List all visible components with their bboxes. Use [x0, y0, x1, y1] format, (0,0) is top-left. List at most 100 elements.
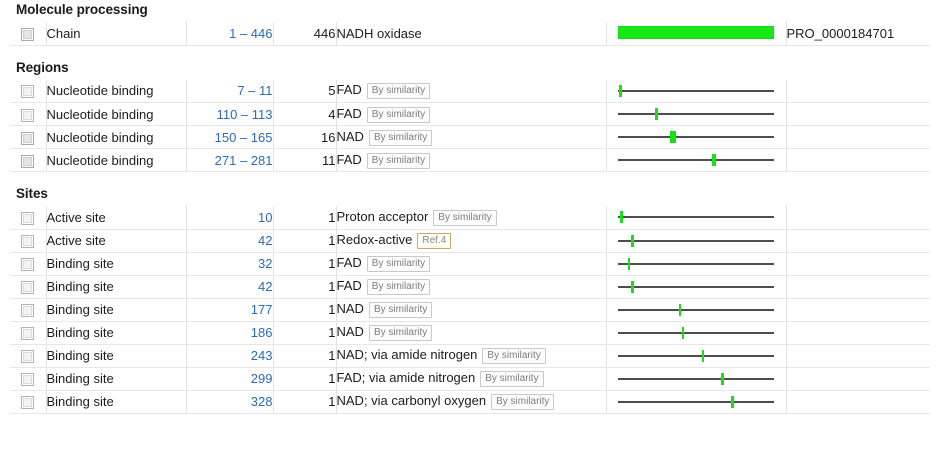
row-select-cell[interactable] [10, 298, 46, 322]
feature-description: FAD; via amide nitrogen [336, 370, 476, 385]
feature-marker[interactable] [620, 211, 623, 224]
feature-marker[interactable] [731, 395, 734, 408]
feature-position-link[interactable]: 32 [185, 252, 273, 276]
feature-position-link[interactable]: 243 [185, 344, 273, 368]
feature-type-label: Binding site [45, 344, 186, 368]
row-checkbox[interactable] [21, 131, 35, 145]
feature-position-link[interactable]: 299 [185, 367, 273, 391]
row-select-cell[interactable] [10, 229, 46, 253]
row-checkbox[interactable] [21, 235, 35, 249]
evidence-badge[interactable]: By similarity [366, 279, 431, 295]
row-checkbox[interactable] [21, 258, 35, 272]
feature-position-link[interactable]: 186 [185, 321, 273, 345]
evidence-badge[interactable]: By similarity [491, 394, 555, 410]
section-heading: Regions [16, 59, 69, 75]
row-checkbox[interactable] [21, 373, 35, 387]
row-checkbox[interactable] [21, 304, 35, 318]
feature-marker[interactable] [701, 349, 705, 362]
evidence-badge[interactable]: By similarity [368, 302, 433, 318]
row-select-cell[interactable] [10, 102, 46, 126]
evidence-badge[interactable]: By similarity [366, 106, 431, 123]
row-select-cell[interactable] [10, 367, 46, 391]
row-select-cell[interactable] [10, 148, 46, 172]
evidence-badge[interactable]: By similarity [366, 256, 431, 272]
row-checkbox[interactable] [21, 281, 35, 295]
row-checkbox[interactable] [21, 108, 35, 122]
feature-description: FAD [336, 255, 362, 270]
feature-marker[interactable] [712, 154, 717, 166]
feature-position-link[interactable]: 7 – 11 [185, 79, 273, 103]
row-select-cell[interactable] [10, 390, 46, 414]
row-select-cell[interactable] [10, 321, 46, 345]
row-select-cell[interactable] [10, 79, 46, 103]
feature-position-link[interactable]: 1 – 446 [185, 22, 273, 46]
feature-description: FAD [336, 278, 362, 293]
feature-position-link[interactable]: 42 [185, 229, 273, 253]
feature-position-link[interactable]: 42 [185, 275, 273, 299]
feature-graphic-cell [605, 252, 786, 276]
feature-type-label: Binding site [45, 321, 186, 345]
feature-position-link[interactable]: 271 – 281 [185, 148, 273, 172]
evidence-badge[interactable]: By similarity [368, 129, 433, 146]
row-select-cell[interactable] [10, 275, 46, 299]
row-checkbox[interactable] [21, 27, 35, 41]
feature-marker[interactable] [670, 131, 676, 143]
feature-type-label: Binding site [45, 252, 186, 276]
feature-graphic-cell [605, 275, 786, 299]
feature-position-link[interactable]: 150 – 165 [185, 125, 273, 149]
reference-badge[interactable]: Ref.4 [417, 233, 452, 249]
row-select-cell[interactable] [10, 344, 46, 368]
feature-graphic-cell [605, 390, 786, 414]
feature-marker[interactable] [619, 84, 622, 97]
feature-description: Proton acceptor [336, 208, 429, 224]
feature-marker[interactable] [631, 280, 634, 293]
feature-position-link[interactable]: 328 [185, 390, 273, 414]
evidence-badge[interactable]: By similarity [366, 83, 431, 100]
feature-position-link[interactable]: 110 – 113 [185, 102, 273, 126]
feature-marker[interactable] [631, 234, 634, 247]
evidence-badge[interactable]: By similarity [482, 348, 546, 364]
row-checkbox[interactable] [21, 396, 35, 410]
feature-marker[interactable] [627, 257, 631, 270]
feature-position-link[interactable]: 10 [185, 206, 273, 230]
row-checkbox[interactable] [21, 154, 35, 168]
feature-marker[interactable] [655, 108, 658, 120]
row-select-cell[interactable] [10, 206, 46, 230]
feature-marker[interactable] [721, 372, 724, 385]
evidence-badge[interactable]: By similarity [480, 371, 544, 387]
row-checkbox[interactable] [21, 350, 35, 364]
section-heading: Molecule processing [16, 2, 148, 17]
row-checkbox[interactable] [21, 327, 35, 341]
evidence-badge[interactable]: By similarity [368, 325, 433, 341]
feature-marker[interactable] [678, 303, 682, 316]
row-checkbox[interactable] [21, 211, 35, 225]
row-select-cell[interactable] [10, 252, 46, 276]
feature-type-label: Active site [45, 229, 186, 253]
row-select-cell[interactable] [10, 22, 46, 46]
evidence-badge[interactable]: By similarity [366, 152, 431, 169]
row-select-cell[interactable] [10, 125, 46, 149]
row-checkbox[interactable] [21, 85, 35, 99]
feature-marker[interactable] [681, 326, 685, 339]
evidence-badge[interactable]: By similarity [433, 209, 497, 226]
feature-position-link[interactable]: 177 [185, 298, 273, 322]
chain-bar[interactable] [618, 26, 774, 40]
feature-type-label: Binding site [45, 298, 186, 322]
